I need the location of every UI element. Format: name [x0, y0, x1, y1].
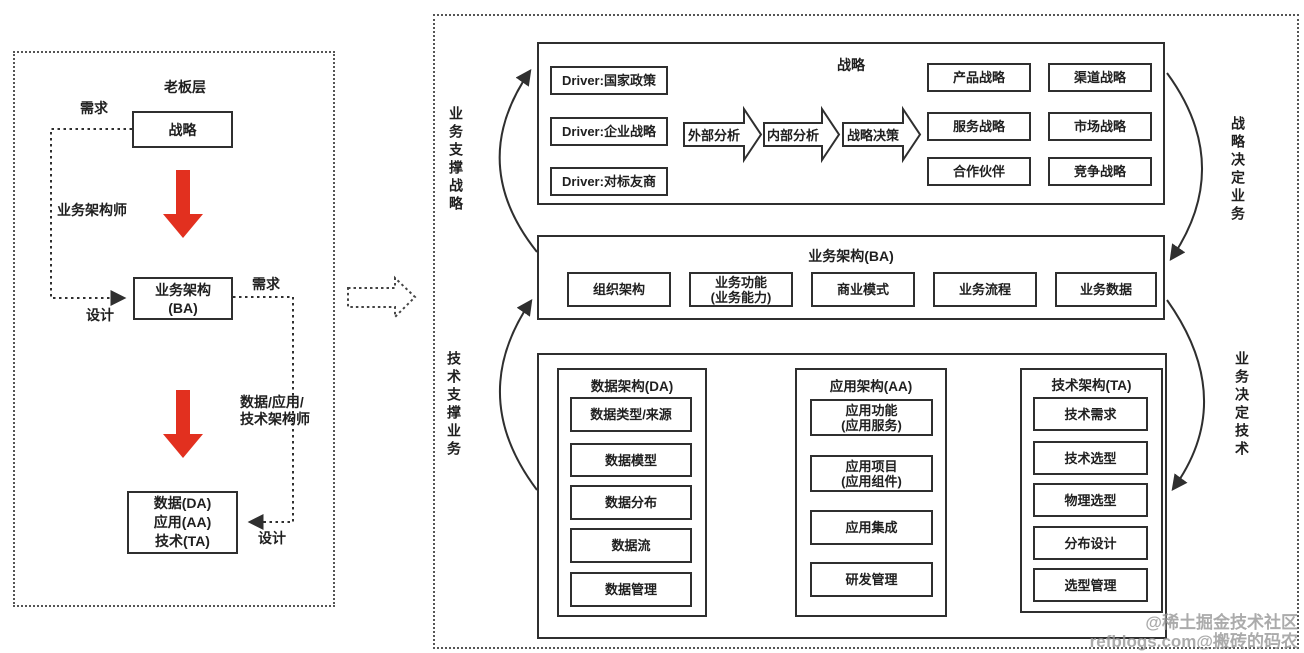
data-app-tech-box: 数据(DA) 应用(AA) 技术(TA) [127, 491, 238, 554]
ba-section-title: 业务架构(BA) [808, 248, 894, 264]
da-column-title: 数据架构(DA) [590, 379, 674, 394]
side-label-business-determines-technology: 业务决定技术 [1234, 351, 1250, 459]
demand-design-connector-right [233, 296, 294, 530]
aa-column [795, 368, 947, 617]
business-architect-label: 业务架构师 [57, 202, 127, 218]
strategy-output-box: 合作伙伴 [927, 157, 1031, 186]
watermark-line2: refblogs.com@搬砖的码农 [1089, 632, 1298, 651]
business-architecture-box: 业务架构 (BA) [133, 277, 233, 320]
flow-arrow-icon [842, 105, 922, 164]
side-label-business-supports-strategy: 业务支撑战略 [448, 106, 464, 214]
da-column [557, 368, 707, 617]
left-panel [13, 51, 335, 607]
design-label-bottom: 设计 [258, 530, 286, 546]
design-label-mid: 设计 [86, 307, 114, 323]
strategy-output-box: 竞争战略 [1048, 157, 1152, 186]
demand-label-top: 需求 [80, 100, 108, 116]
strategy-output-box: 产品战略 [927, 63, 1031, 92]
side-label-strategy-determines-business: 战略决定业务 [1230, 116, 1246, 224]
strategy-determines-business-arrow [1166, 72, 1203, 261]
ta-item-box: 技术选型 [1033, 441, 1148, 475]
watermark-line1: @稀土掘金技术社区 [1145, 613, 1298, 632]
da-item-box: 数据类型/来源 [570, 397, 692, 432]
ta-item-box: 选型管理 [1033, 568, 1148, 602]
flow-arrow-icon [683, 105, 763, 164]
panel-link-arrow-icon [347, 275, 417, 320]
da-item-box: 数据流 [570, 528, 692, 563]
business-supports-strategy-arrow [498, 69, 538, 253]
ba-item-box: 业务功能 (业务能力) [689, 272, 793, 307]
ba-section [537, 235, 1165, 320]
aa-item-box: 应用项目 (应用组件) [810, 455, 933, 492]
technology-supports-business-arrow [498, 299, 538, 491]
demand-label-right: 需求 [252, 276, 280, 292]
driver-box: Driver:对标友商 [550, 167, 668, 196]
flow-step-label: 内部分析 [766, 128, 819, 143]
side-label-technology-supports-business: 技术支撑业务 [446, 351, 462, 459]
flow-step-label: 战略决策 [846, 128, 899, 143]
strategy-output-box: 渠道战略 [1048, 63, 1152, 92]
aa-item-box: 应用集成 [810, 510, 933, 545]
boss-layer-title: 老板层 [164, 79, 206, 95]
ba-item-box: 组织架构 [567, 272, 671, 307]
business-determines-technology-arrow [1166, 299, 1206, 491]
bottom-section [537, 353, 1167, 639]
ta-item-box: 技术需求 [1033, 397, 1148, 431]
da-item-box: 数据管理 [570, 572, 692, 607]
driver-box: Driver:国家政策 [550, 66, 668, 95]
strategy-box: 战略 [132, 111, 233, 148]
data-app-tech-architect-label: 数据/应用/ 技术架构师 [240, 394, 310, 427]
ta-item-box: 物理选型 [1033, 483, 1148, 517]
driver-box: Driver:企业战略 [550, 117, 668, 146]
ba-item-box: 商业模式 [811, 272, 915, 307]
down-arrow-icon [163, 390, 203, 458]
da-item-box: 数据分布 [570, 485, 692, 520]
strategy-output-box: 市场战略 [1048, 112, 1152, 141]
ba-item-box: 业务流程 [933, 272, 1037, 307]
strategy-output-box: 服务战略 [927, 112, 1031, 141]
aa-column-title: 应用架构(AA) [829, 379, 913, 394]
right-panel [433, 14, 1299, 649]
flow-arrow-icon [763, 105, 841, 164]
ba-item-box: 业务数据 [1055, 272, 1157, 307]
down-arrow-icon [163, 170, 203, 238]
ta-column-title: 技术架构(TA) [1051, 378, 1132, 393]
da-item-box: 数据模型 [570, 443, 692, 477]
aa-item-box: 研发管理 [810, 562, 933, 597]
flow-step-label: 外部分析 [687, 128, 740, 143]
strategy-section-title: 战略 [837, 57, 865, 73]
aa-item-box: 应用功能 (应用服务) [810, 399, 933, 436]
watermark: @稀土掘金技术社区 refblogs.com@搬砖的码农 [1090, 613, 1298, 651]
strategy-section [537, 42, 1165, 205]
ta-column [1020, 368, 1163, 613]
ta-item-box: 分布设计 [1033, 526, 1148, 560]
